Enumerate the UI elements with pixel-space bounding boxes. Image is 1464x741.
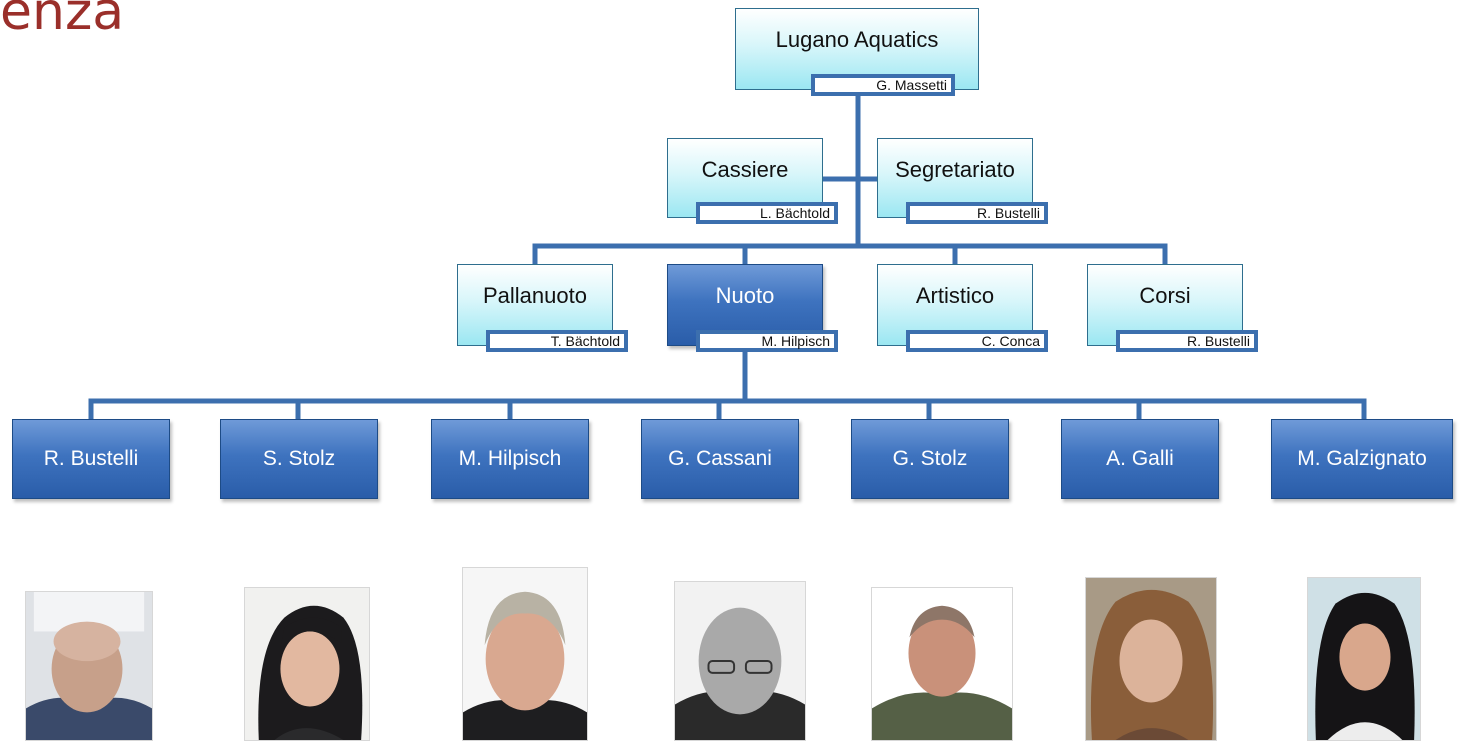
org-node-label: Pallanuoto <box>483 283 587 308</box>
coach-photo <box>1307 577 1421 741</box>
org-node-root-label: Lugano Aquatics <box>775 27 939 52</box>
coach-photo <box>1085 577 1217 741</box>
org-node-label: Segretariato <box>895 157 1015 182</box>
org-node-label: Artistico <box>915 283 995 308</box>
coach-photo <box>25 591 153 741</box>
org-node-person: L. Bächtold <box>696 202 838 224</box>
org-node-label: Nuoto <box>715 283 775 308</box>
slide-title-fragment: enza <box>0 0 125 42</box>
org-node-coach: M. Hilpisch <box>431 419 589 499</box>
org-node-coach: G. Cassani <box>641 419 799 499</box>
org-node-coach: G. Stolz <box>851 419 1009 499</box>
org-node-person: R. Bustelli <box>1116 330 1258 352</box>
org-node-root-person: G. Massetti <box>811 74 955 96</box>
org-node-person: M. Hilpisch <box>696 330 838 352</box>
org-node-person: T. Bächtold <box>486 330 628 352</box>
coach-photo <box>462 567 588 741</box>
coach-photo <box>674 581 806 741</box>
coach-photo <box>244 587 370 741</box>
org-node-label: Corsi <box>1139 283 1191 308</box>
org-node-coach: A. Galli <box>1061 419 1219 499</box>
org-node-coach: R. Bustelli <box>12 419 170 499</box>
coach-photo <box>871 587 1013 741</box>
org-node-coach: S. Stolz <box>220 419 378 499</box>
org-node-person: C. Conca <box>906 330 1048 352</box>
org-node-person: R. Bustelli <box>906 202 1048 224</box>
org-node-label: Cassiere <box>701 157 789 182</box>
org-node-coach: M. Galzignato <box>1271 419 1453 499</box>
